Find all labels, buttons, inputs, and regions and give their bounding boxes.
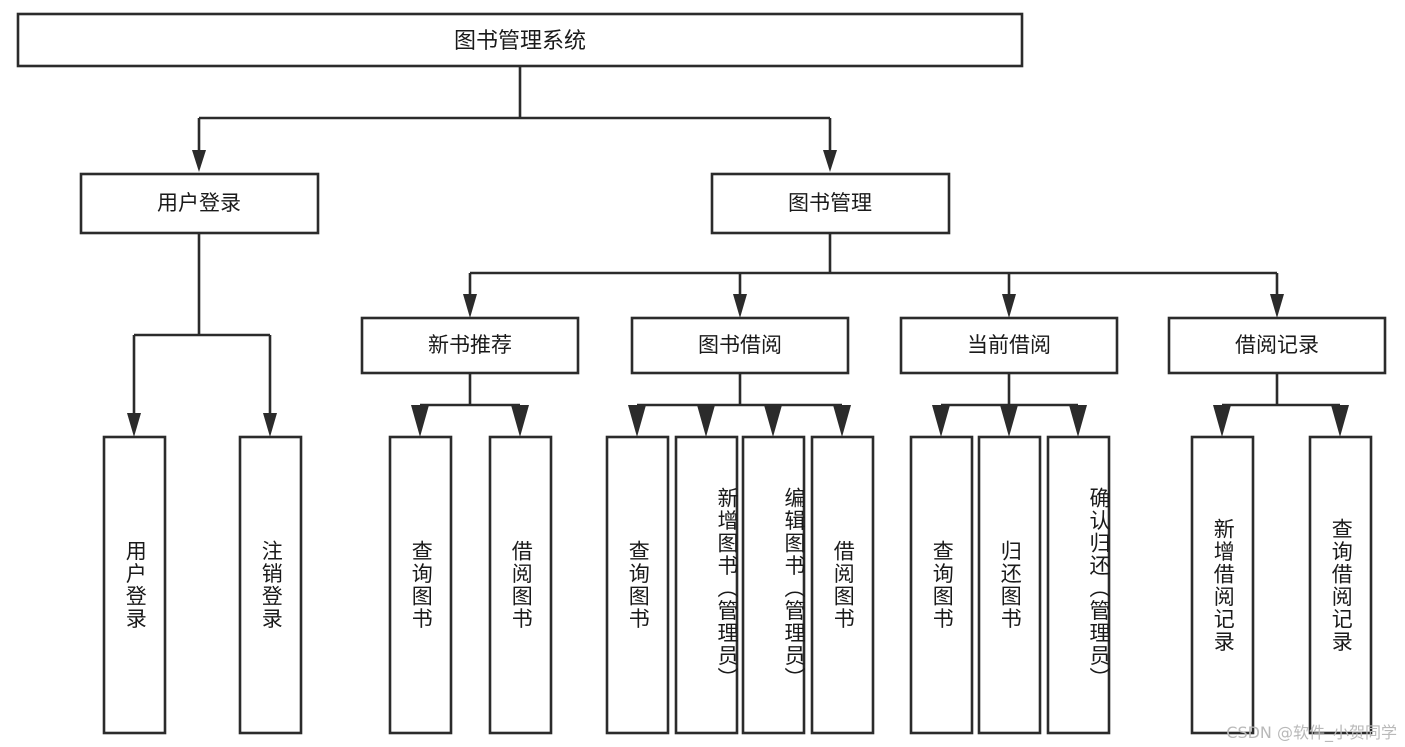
leaf-label-current-borrow-3: 确认归还（管理员） bbox=[1087, 486, 1111, 690]
arrowhead-book-borrow-leaf-4 bbox=[833, 405, 851, 437]
arrowhead-root-to-book-manage bbox=[823, 150, 837, 172]
arrowhead-borrow-record-leaf-2 bbox=[1331, 405, 1349, 437]
node-current-borrow-box[interactable] bbox=[899, 316, 1119, 375]
arrowhead-user-login-leaf-1 bbox=[127, 413, 141, 437]
node-borrow-record-label: 借阅记录 bbox=[1235, 333, 1319, 357]
arrowhead-book-borrow-leaf-2 bbox=[697, 405, 715, 437]
arrowhead-book-borrow-leaf-1 bbox=[628, 405, 646, 437]
leaf-label-book-borrow-1: 查询图书 bbox=[626, 540, 651, 630]
node-book-manage-label: 图书管理 bbox=[788, 191, 872, 215]
leaf-label-new-book-1: 查询图书 bbox=[409, 540, 434, 630]
leaf-label-current-borrow-2: 归还图书 bbox=[998, 540, 1023, 630]
leaf-box-borrow-record-1[interactable] bbox=[1190, 435, 1255, 735]
arrowhead-to-new-book bbox=[463, 294, 477, 318]
leaf-label-book-borrow-4: 借阅图书 bbox=[831, 540, 856, 630]
leaf-box-book-borrow-4[interactable] bbox=[810, 435, 875, 735]
node-current-borrow-label: 当前借阅 bbox=[967, 333, 1051, 357]
leaf-box-borrow-record-2[interactable] bbox=[1308, 435, 1373, 735]
arrowhead-root-to-user-login bbox=[192, 150, 206, 172]
node-book-borrow-box[interactable] bbox=[630, 316, 850, 375]
node-root-label: 图书管理系统 bbox=[454, 29, 586, 54]
leaf-label-user-login-1: 用户登录 bbox=[123, 540, 148, 630]
leaf-box-book-borrow-2[interactable] bbox=[674, 435, 739, 735]
csdn-watermark: CSDN @软件_小贺同学 bbox=[1226, 723, 1397, 742]
node-user-login-label: 用户登录 bbox=[157, 191, 241, 215]
arrowhead-current-borrow-leaf-3 bbox=[1069, 405, 1087, 437]
leaf-label-borrow-record-2: 查询借阅记录 bbox=[1329, 517, 1354, 653]
arrowhead-to-borrow-record bbox=[1270, 294, 1284, 318]
node-new-book-label: 新书推荐 bbox=[428, 333, 512, 357]
leaf-label-current-borrow-1: 查询图书 bbox=[930, 540, 955, 630]
arrowhead-borrow-record-leaf-1 bbox=[1213, 405, 1231, 437]
leaf-box-new-book-2[interactable] bbox=[488, 435, 553, 735]
leaf-box-new-book-1[interactable] bbox=[388, 435, 453, 735]
arrowhead-to-current-borrow bbox=[1002, 294, 1016, 318]
leaf-label-new-book-2: 借阅图书 bbox=[509, 540, 534, 630]
leaf-label-user-login-2: 注销登录 bbox=[259, 540, 284, 630]
arrowhead-new-book-leaf-1 bbox=[411, 405, 429, 437]
arrowhead-user-login-leaf-2 bbox=[263, 413, 277, 437]
leaf-box-current-borrow-1[interactable] bbox=[909, 435, 974, 735]
leaf-box-user-login-1[interactable] bbox=[102, 435, 167, 735]
leaf-label-borrow-record-1: 新增借阅记录 bbox=[1211, 517, 1236, 653]
leaf-box-user-login-2[interactable] bbox=[238, 435, 303, 735]
leaf-box-current-borrow-3[interactable] bbox=[1046, 435, 1111, 735]
arrowhead-new-book-leaf-2 bbox=[511, 405, 529, 437]
node-root-box[interactable] bbox=[16, 12, 1024, 68]
node-book-borrow-label: 图书借阅 bbox=[698, 333, 782, 357]
node-new-book-box[interactable] bbox=[360, 316, 580, 375]
arrowhead-current-borrow-leaf-2 bbox=[1000, 405, 1018, 437]
leaf-box-book-borrow-3[interactable] bbox=[741, 435, 806, 735]
leaf-label-book-borrow-2: 新增图书（管理员） bbox=[715, 486, 739, 690]
leaf-box-current-borrow-2[interactable] bbox=[977, 435, 1042, 735]
arrowhead-to-book-borrow bbox=[733, 294, 747, 318]
leaf-box-book-borrow-1[interactable] bbox=[605, 435, 670, 735]
leaf-label-book-borrow-3: 编辑图书（管理员） bbox=[782, 486, 806, 690]
arrowhead-book-borrow-leaf-3 bbox=[764, 405, 782, 437]
arrowhead-current-borrow-leaf-1 bbox=[932, 405, 950, 437]
